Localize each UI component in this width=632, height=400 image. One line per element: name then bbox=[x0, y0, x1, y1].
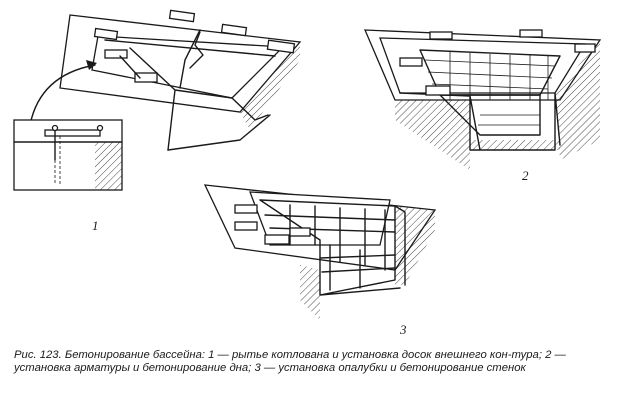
pit-wall-1 bbox=[129, 29, 269, 151]
boards-2 bbox=[399, 29, 596, 96]
detail-inset bbox=[13, 119, 123, 191]
stage-label-3: 3 bbox=[400, 322, 407, 337]
stage-3-formwork bbox=[203, 184, 437, 320]
figure-caption: Рис. 123. Бетонирование бассейна: 1 — ры… bbox=[14, 349, 566, 374]
stage-label-2: 2 bbox=[522, 168, 529, 183]
boards-3 bbox=[234, 204, 311, 245]
pit-floor-1 bbox=[167, 114, 271, 151]
boards-1 bbox=[93, 9, 296, 83]
concrete-floor-2 bbox=[470, 140, 560, 150]
stage-label-1: 1 bbox=[92, 218, 99, 233]
pool-construction-diagram bbox=[13, 9, 602, 320]
stage-1-excavation bbox=[13, 9, 302, 191]
stage-2-reinforcement bbox=[363, 29, 602, 170]
detail-pointer bbox=[29, 64, 96, 126]
